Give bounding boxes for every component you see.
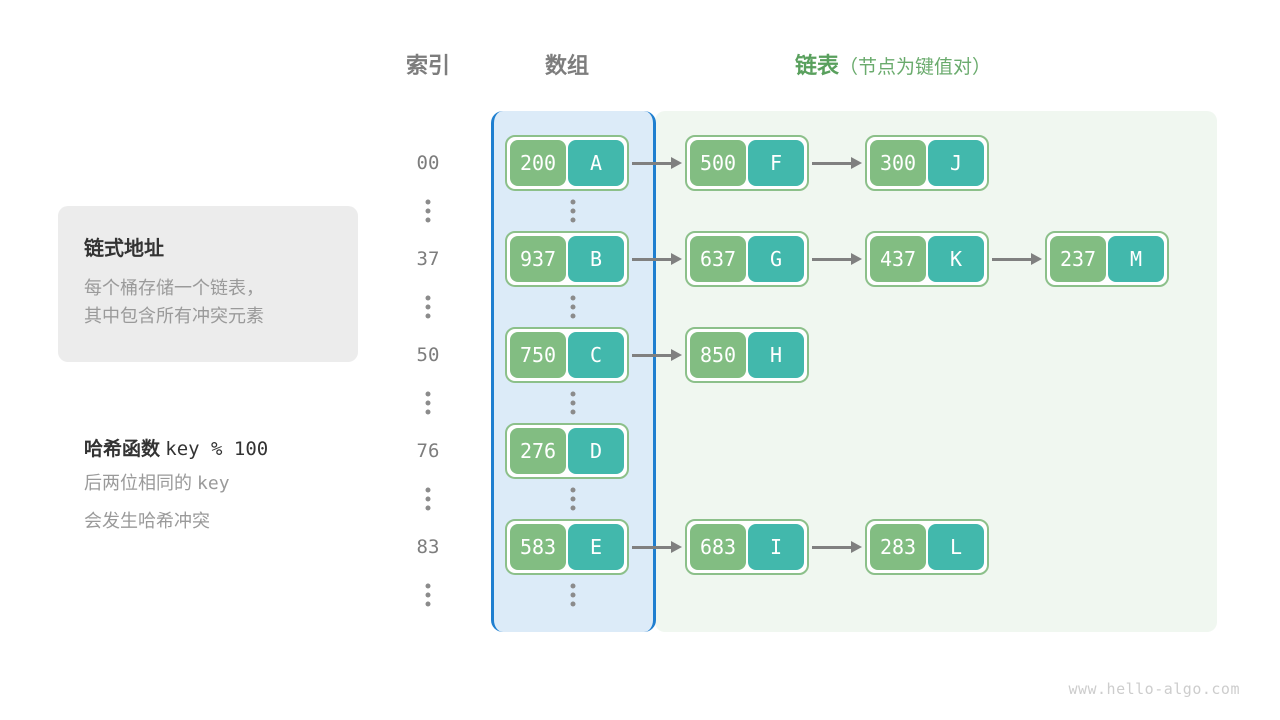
- next-pointer-arrow-icon: [632, 253, 682, 265]
- kv-node-value: H: [748, 332, 804, 378]
- kv-node-value: C: [568, 332, 624, 378]
- bucket-index-label: 76: [416, 440, 440, 462]
- kv-node-key: 300: [870, 140, 926, 186]
- bucket-index-label: 37: [416, 248, 440, 270]
- header-linked-list-sub: （节点为键值对）: [839, 57, 992, 78]
- kv-node-value: M: [1108, 236, 1164, 282]
- watermark: www.hello-algo.com: [1068, 680, 1240, 698]
- bucket-index-label: 00: [416, 152, 440, 174]
- kv-node-value: F: [748, 140, 804, 186]
- kv-node-key: 437: [870, 236, 926, 282]
- array-ellipsis-icon: [570, 583, 576, 607]
- next-pointer-arrow-icon: [812, 541, 862, 553]
- kv-node-value: A: [568, 140, 624, 186]
- kv-node-value: B: [568, 236, 624, 282]
- kv-node-key: 200: [510, 140, 566, 186]
- header-index: 索引: [406, 53, 451, 78]
- header-linked-list-main: 链表: [795, 53, 840, 78]
- kv-node-key: 583: [510, 524, 566, 570]
- kv-node-key: 683: [690, 524, 746, 570]
- index-ellipsis-icon: [425, 487, 431, 511]
- bucket-index-label: 50: [416, 344, 440, 366]
- hash-function-label: 哈希函数: [84, 439, 161, 460]
- bucket-index-label: 83: [416, 536, 440, 558]
- next-pointer-arrow-icon: [812, 253, 862, 265]
- hash-note-line-2: 会发生哈希冲突: [84, 510, 210, 531]
- kv-node-key: 637: [690, 236, 746, 282]
- column-headers: 索引 数组 链表（节点为键值对）: [0, 48, 1280, 88]
- hash-function-title: 哈希函数 key % 100: [84, 434, 404, 461]
- kv-node-value: J: [928, 140, 984, 186]
- info-card-chaining: 链式地址 每个桶存储一个链表， 其中包含所有冲突元素: [58, 206, 358, 362]
- kv-node-key: 237: [1050, 236, 1106, 282]
- kv-node-value: D: [568, 428, 624, 474]
- kv-node-key: 283: [870, 524, 926, 570]
- kv-node-key: 937: [510, 236, 566, 282]
- kv-node-value: E: [568, 524, 624, 570]
- next-pointer-arrow-icon: [812, 157, 862, 169]
- array-ellipsis-icon: [570, 391, 576, 415]
- hash-function-expression: key % 100: [165, 438, 269, 460]
- header-linked-list: 链表（节点为键值对）: [795, 48, 991, 80]
- hash-note-line-1-text: 后两位相同的: [84, 473, 192, 493]
- hash-note-line-1-key: key: [197, 473, 230, 494]
- kv-node-key: 276: [510, 428, 566, 474]
- index-ellipsis-icon: [425, 199, 431, 223]
- hash-note-line-1: 后两位相同的 key: [84, 469, 404, 499]
- index-ellipsis-icon: [425, 391, 431, 415]
- next-pointer-arrow-icon: [632, 157, 682, 169]
- kv-node-value: L: [928, 524, 984, 570]
- next-pointer-arrow-icon: [992, 253, 1042, 265]
- kv-node-value: I: [748, 524, 804, 570]
- next-pointer-arrow-icon: [632, 349, 682, 361]
- array-ellipsis-icon: [570, 199, 576, 223]
- kv-node-key: 500: [690, 140, 746, 186]
- index-ellipsis-icon: [425, 295, 431, 319]
- array-ellipsis-icon: [570, 295, 576, 319]
- array-ellipsis-icon: [570, 487, 576, 511]
- kv-node-value: G: [748, 236, 804, 282]
- header-array: 数组: [545, 53, 590, 78]
- hash-function-note: 哈希函数 key % 100 后两位相同的 key 会发生哈希冲突: [84, 434, 404, 536]
- kv-node-key: 850: [690, 332, 746, 378]
- info-card-line-2: 其中包含所有冲突元素: [84, 305, 264, 326]
- kv-node-value: K: [928, 236, 984, 282]
- kv-node-key: 750: [510, 332, 566, 378]
- index-ellipsis-icon: [425, 583, 431, 607]
- next-pointer-arrow-icon: [632, 541, 682, 553]
- info-card-line-1: 每个桶存储一个链表，: [84, 278, 264, 298]
- info-card-title: 链式地址: [84, 238, 164, 260]
